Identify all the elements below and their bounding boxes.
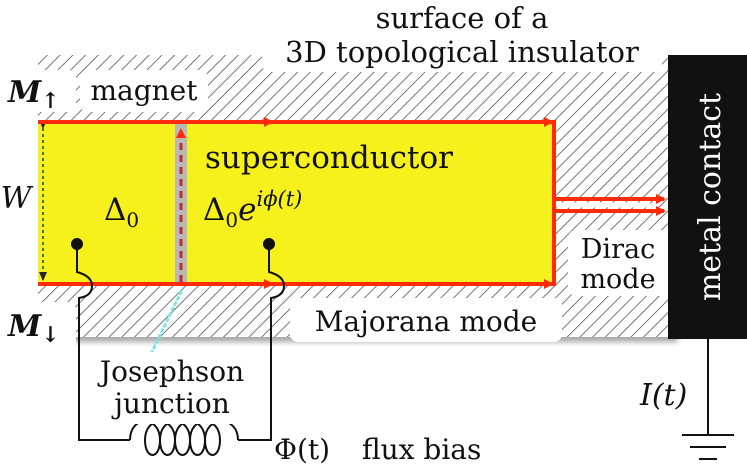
- flux-bias-label: flux bias: [362, 433, 481, 466]
- dirac-mode-label-line2: mode: [580, 264, 655, 295]
- superconductor-label: superconductor: [205, 140, 453, 176]
- magnetization-up-label: M↑: [7, 75, 60, 114]
- pairing-right-label: Δ0eiϕ(t): [203, 187, 302, 232]
- width-label-bg: [0, 178, 34, 218]
- metal-contact-label: metal contact: [693, 93, 728, 301]
- dirac-label-bg: [568, 230, 668, 296]
- magnet-label: magnet: [90, 74, 198, 107]
- surface-label-line1: surface of a: [376, 1, 549, 35]
- chiral-edge-mode: [38, 120, 556, 286]
- magnet-label-bg: [80, 70, 208, 112]
- junction-pointer: [145, 290, 183, 364]
- majorana-mode-label: Majorana mode: [315, 305, 538, 338]
- magnetization-down-label: M↓: [7, 309, 60, 348]
- ground-symbol: [682, 339, 734, 460]
- josephson-label-bg: [88, 352, 260, 424]
- m-up-label-bg: [4, 70, 76, 112]
- josephson-label-line1: Josephson: [97, 355, 244, 388]
- m-down-label-bg: [4, 302, 76, 350]
- metal-contact: [668, 55, 747, 339]
- superconductor-region: [38, 122, 554, 284]
- surface-label-line2: 3D topological insulator: [285, 35, 639, 69]
- josephson-label-line2: junction: [111, 387, 230, 420]
- current-label: I(t): [639, 378, 687, 413]
- flux-symbol-label: Φ(t): [274, 433, 330, 466]
- majorana-label-bg: [290, 298, 562, 342]
- flux-bias-circuit: [71, 238, 286, 456]
- dirac-mode-label-line1: Dirac: [581, 234, 655, 265]
- width-label: W: [1, 181, 34, 216]
- surface-label-bg: [262, 0, 662, 72]
- pairing-left-label: Δ0: [104, 192, 139, 232]
- inductor-coil: [129, 420, 239, 456]
